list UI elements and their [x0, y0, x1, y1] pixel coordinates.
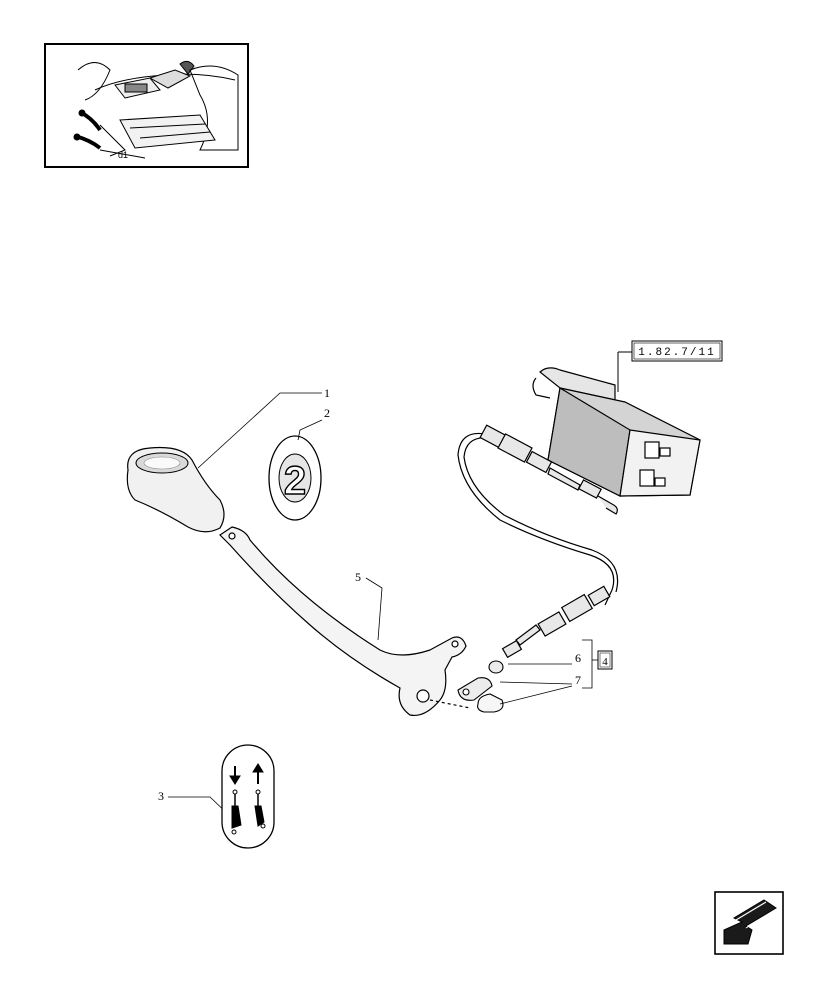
tractor-cab-locator-icon — [73, 60, 239, 159]
callout-labels: 1 2 5 3 6 7 — [158, 386, 581, 803]
control-lever — [219, 526, 471, 717]
callout-6: 6 — [575, 651, 581, 665]
lever-knob — [126, 446, 225, 533]
next-page-button[interactable] — [714, 891, 784, 955]
locator-thumbnail[interactable]: d1 — [44, 43, 249, 168]
badge-digit: 2 — [284, 459, 306, 503]
group-ref-label: 4 — [602, 656, 608, 668]
callout-2: 2 — [324, 406, 330, 420]
section-ref-label: 1.82.7/11 — [638, 347, 715, 359]
callout-3: 3 — [158, 789, 164, 803]
part-2-badge: 2 — [268, 435, 322, 521]
callout-7: 7 — [575, 673, 581, 687]
control-cable — [457, 424, 619, 659]
clevis-pin-parts — [457, 660, 504, 713]
group-reference-box[interactable]: 4 — [597, 650, 613, 670]
leader-lines — [168, 392, 598, 819]
callout-1: 1 — [324, 386, 330, 400]
section-reference-box[interactable]: 1.82.7/11 — [631, 340, 723, 362]
callout-5: 5 — [355, 570, 361, 584]
thumbnail-label: d1 — [118, 150, 128, 160]
lever-decal — [221, 744, 275, 849]
next-page-arrow-icon — [723, 899, 777, 945]
